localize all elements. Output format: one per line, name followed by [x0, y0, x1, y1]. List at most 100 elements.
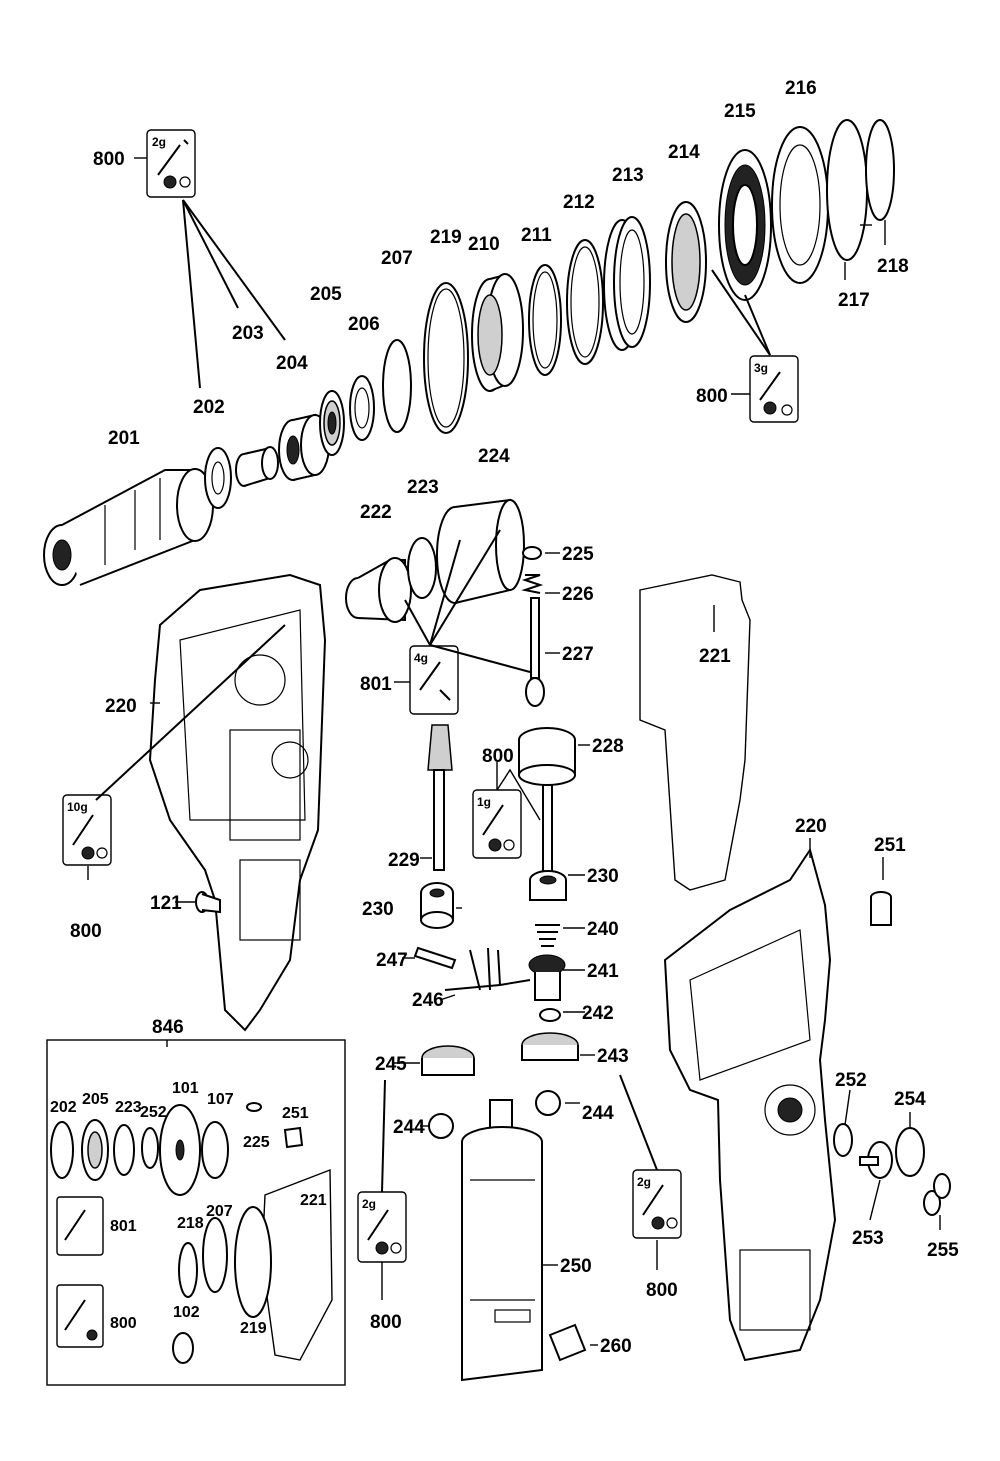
callout-212: 212 [563, 192, 595, 213]
part-221-gasket [639, 574, 751, 891]
part-203-sleeve [235, 446, 279, 487]
part-222-piston [345, 557, 412, 623]
part-228-crank [518, 727, 576, 881]
callout-205: 205 [310, 284, 342, 305]
part-214-cage [665, 201, 707, 323]
callout-204: 204 [276, 353, 308, 374]
callout-251: 251 [874, 835, 906, 856]
grease-amount-tag: 1g [477, 795, 491, 809]
callout-244: 244 [393, 1117, 425, 1138]
grease-tube-icon-3g [749, 355, 799, 423]
part-240-spring [535, 924, 560, 947]
part-205-bearing [319, 390, 345, 456]
part-224-cylinder [436, 498, 525, 604]
kit-label-202: 202 [50, 1099, 77, 1116]
part-260-connector [548, 1323, 587, 1362]
callout-230: 230 [587, 866, 619, 887]
part-226-spring [521, 574, 544, 594]
leader-lines [87, 157, 941, 1346]
kit-callout-846: 846 [152, 1017, 184, 1038]
kit-label-205: 205 [82, 1091, 109, 1108]
kit-846-parts [50, 1102, 333, 1364]
part-220-housing-right [663, 847, 837, 1362]
callout-260: 260 [600, 1336, 632, 1357]
callout-800: 800 [70, 921, 102, 942]
callout-241: 241 [587, 961, 619, 982]
part-213-clutch-ring [603, 216, 651, 351]
callout-201: 201 [108, 428, 140, 449]
callout-800: 800 [370, 1312, 402, 1333]
callout-214: 214 [668, 142, 700, 163]
callout-240: 240 [587, 919, 619, 940]
callout-225: 225 [562, 544, 594, 565]
callout-215: 215 [724, 101, 756, 122]
callout-800: 800 [646, 1280, 678, 1301]
part-246-fork [444, 947, 531, 991]
callout-242: 242 [582, 1003, 614, 1024]
part-204-bushing [278, 413, 330, 481]
callout-243: 243 [597, 1046, 629, 1067]
part-220-housing-left [148, 573, 327, 1032]
part-252-oring [833, 1123, 853, 1157]
callout-121: 121 [150, 893, 182, 914]
part-121-screw [195, 891, 221, 914]
part-244-bearing-left [428, 1113, 454, 1139]
part-251-bushing [870, 891, 892, 926]
callout-217: 217 [838, 290, 870, 311]
callout-220: 220 [105, 696, 137, 717]
grease-amount-tag: 2g [362, 1197, 376, 1211]
part-241-clutch-gear [528, 954, 566, 1001]
part-255-screws [923, 1173, 951, 1216]
part-247-pin [413, 946, 457, 970]
part-253-selector-shaft [859, 1141, 893, 1179]
callout-801: 801 [360, 674, 392, 695]
grease-tube-icon-2g-top [146, 129, 196, 198]
part-227-rod [525, 597, 545, 707]
grease-amount-tag: 2g [637, 1175, 651, 1189]
part-245-gear [421, 1045, 475, 1076]
part-202-washer [204, 447, 232, 509]
callout-210: 210 [468, 234, 500, 255]
part-210-needle-bearing [471, 273, 524, 392]
callout-247: 247 [376, 950, 408, 971]
grease-amount-tag: 10g [67, 800, 88, 814]
part-242-ring [539, 1008, 561, 1022]
callout-228: 228 [592, 736, 624, 757]
kit-label-101: 101 [172, 1080, 199, 1097]
part-223-oring [407, 537, 437, 599]
callout-222: 222 [360, 502, 392, 523]
callout-253: 253 [852, 1228, 884, 1249]
part-230-bearing-left [420, 882, 454, 929]
part-207-ring [382, 339, 412, 433]
callout-203: 203 [232, 323, 264, 344]
callout-254: 254 [894, 1089, 926, 1110]
callout-206: 206 [348, 314, 380, 335]
callout-207: 207 [381, 248, 413, 269]
callout-800: 800 [482, 746, 514, 767]
kit-label-207: 207 [206, 1203, 233, 1220]
callout-800: 800 [696, 386, 728, 407]
part-244-bearing-right [535, 1090, 561, 1116]
callout-252: 252 [835, 1070, 867, 1091]
part-230-bearing-right [529, 870, 567, 901]
callout-250: 250 [560, 1256, 592, 1277]
callout-800: 800 [93, 149, 125, 170]
kit-label-252: 252 [140, 1104, 167, 1121]
callout-224: 224 [478, 446, 510, 467]
callout-229: 229 [388, 850, 420, 871]
callout-227: 227 [562, 644, 594, 665]
kit-label-219: 219 [240, 1320, 267, 1337]
callout-220: 220 [795, 816, 827, 837]
part-211-ring [528, 264, 562, 376]
part-212-ring [566, 239, 604, 365]
callout-245: 245 [375, 1054, 407, 1075]
kit-846-box [46, 1039, 346, 1386]
callout-244: 244 [582, 1103, 614, 1124]
part-215-bevel-gear [718, 149, 772, 301]
part-225-nut [522, 546, 542, 560]
part-206-washer [349, 375, 375, 441]
callout-213: 213 [612, 165, 644, 186]
grease-amount-tag: 3g [754, 361, 768, 375]
kit-label-801: 801 [110, 1218, 137, 1235]
kit-label-251: 251 [282, 1105, 309, 1122]
